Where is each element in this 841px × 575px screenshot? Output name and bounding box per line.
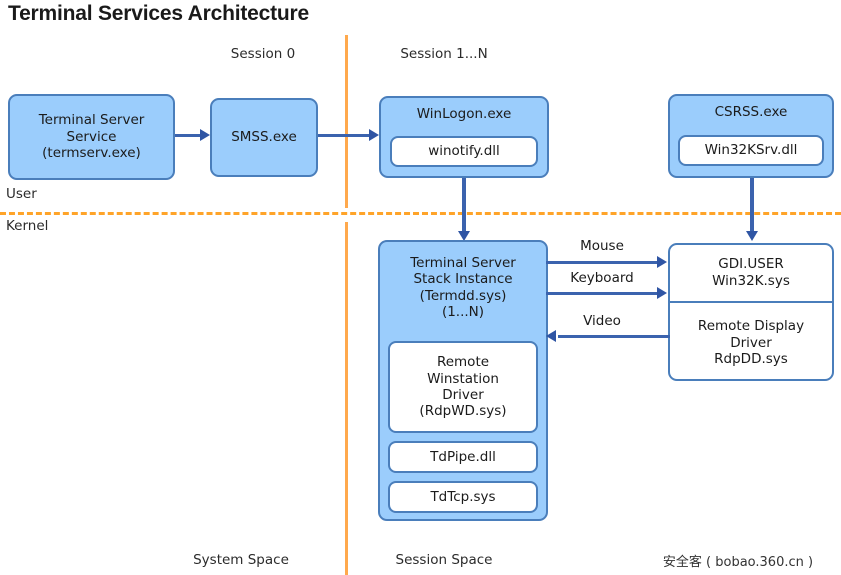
arrowhead-winlogon-to-stack xyxy=(458,231,470,241)
box-remote-winstation-driver-line2: Winstation xyxy=(427,370,499,387)
connector-csrss-to-gdi xyxy=(750,178,754,234)
box-tdtcp-sys-label: TdTcp.sys xyxy=(430,488,496,505)
box-remote-display-driver: Remote Display Driver RdpDD.sys xyxy=(670,301,832,379)
box-terminal-server-service-line1: Terminal Server xyxy=(38,112,145,129)
session-divider-bottom xyxy=(345,222,348,575)
box-gdi-user[interactable]: GDI.USER Win32K.sys Remote Display Drive… xyxy=(668,243,834,381)
session-divider-top xyxy=(345,35,348,208)
box-smss-label: SMSS.exe xyxy=(231,129,297,146)
box-gdi-user-top-line1: GDI.USER xyxy=(718,256,784,273)
box-ts-stack-instance-line1: Terminal Server xyxy=(410,255,516,271)
box-csrss-label: CSRSS.exe xyxy=(714,104,788,120)
arrowhead-mouse xyxy=(657,256,667,268)
box-ts-stack-instance-line4: (1...N) xyxy=(441,304,485,321)
arrowhead-video xyxy=(546,330,556,342)
box-smss[interactable]: SMSS.exe xyxy=(210,98,318,177)
box-remote-winstation-driver-line4: (RdpWD.sys) xyxy=(419,403,507,420)
connector-tss-to-smss xyxy=(175,134,202,137)
box-remote-winstation-driver-line3: Driver xyxy=(442,387,484,403)
box-remote-display-driver-line2: Driver xyxy=(730,334,772,351)
box-ts-stack-instance-line2: Stack Instance xyxy=(413,271,513,288)
connector-smss-to-winlogon xyxy=(318,134,371,137)
user-kernel-divider xyxy=(0,212,841,215)
box-terminal-server-service-line3: (termserv.exe) xyxy=(42,145,141,162)
watermark: 安全客 ( bobao.360.cn ) xyxy=(662,555,814,570)
box-terminal-server-service[interactable]: Terminal Server Service (termserv.exe) xyxy=(8,94,175,180)
label-session-0: Session 0 xyxy=(230,46,296,62)
box-remote-winstation-driver-line1: Remote xyxy=(436,354,490,371)
box-terminal-server-service-line2: Service xyxy=(66,128,117,145)
box-gdi-user-top: GDI.USER Win32K.sys xyxy=(670,245,832,301)
box-gdi-user-top-line2: Win32K.sys xyxy=(712,273,790,289)
page-title: Terminal Services Architecture xyxy=(8,2,309,25)
box-winotify-dll[interactable]: winotify.dll xyxy=(390,136,538,167)
box-win32ksrv-dll-label: Win32KSrv.dll xyxy=(704,142,798,159)
box-ts-stack-instance-line3: (Termdd.sys) xyxy=(419,287,507,304)
arrowhead-smss-to-winlogon xyxy=(369,129,379,141)
label-session-1-n: Session 1...N xyxy=(400,46,488,62)
box-remote-display-driver-line3: RdpDD.sys xyxy=(714,351,788,368)
flow-label-mouse: Mouse xyxy=(580,238,624,254)
box-win32ksrv-dll[interactable]: Win32KSrv.dll xyxy=(678,135,824,166)
box-winlogon-label: WinLogon.exe xyxy=(416,106,512,122)
label-system-space: System Space xyxy=(193,552,289,568)
box-remote-winstation-driver[interactable]: Remote Winstation Driver (RdpWD.sys) xyxy=(388,341,538,433)
connector-keyboard xyxy=(546,292,660,295)
connector-video xyxy=(558,335,670,338)
label-kernel: Kernel xyxy=(6,218,49,234)
box-winotify-dll-label: winotify.dll xyxy=(428,143,500,160)
arrowhead-tss-to-smss xyxy=(200,129,210,141)
label-session-space: Session Space xyxy=(395,552,493,568)
box-tdtcp-sys[interactable]: TdTcp.sys xyxy=(388,481,538,513)
connector-mouse xyxy=(546,261,660,264)
box-tdpipe-dll-label: TdPipe.dll xyxy=(430,448,496,465)
arrowhead-keyboard xyxy=(657,287,667,299)
flow-label-video: Video xyxy=(583,313,621,329)
box-remote-display-driver-line1: Remote Display xyxy=(697,317,805,334)
flow-label-keyboard: Keyboard xyxy=(570,270,634,286)
box-tdpipe-dll[interactable]: TdPipe.dll xyxy=(388,441,538,473)
connector-winlogon-to-stack xyxy=(462,178,466,234)
label-user: User xyxy=(6,186,37,202)
arrowhead-csrss-to-gdi xyxy=(746,231,758,241)
